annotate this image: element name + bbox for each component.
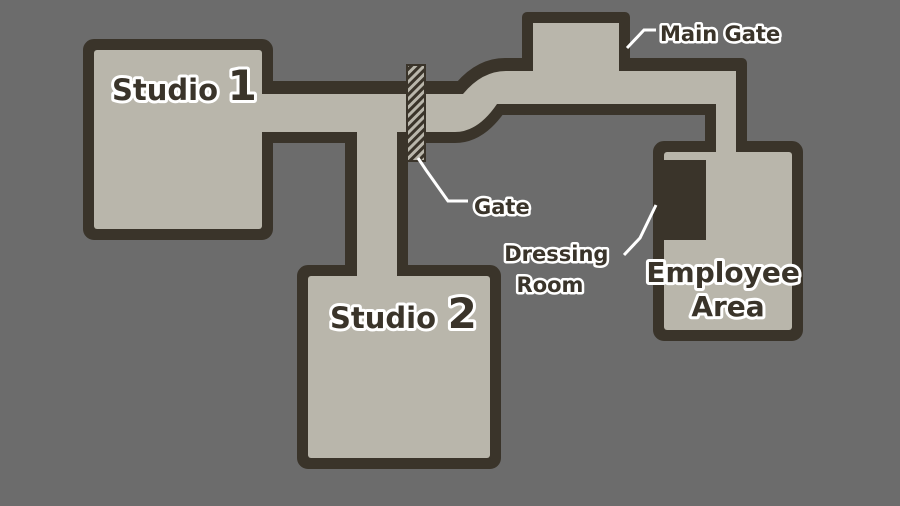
employee-area-label: Employee Area: [646, 256, 809, 323]
gate-leader: [416, 157, 468, 203]
studio-1-label: Studio 1: [112, 61, 257, 110]
dressing-room-leader: [622, 204, 658, 257]
main-gate-leader: [625, 28, 656, 50]
gate-barrier[interactable]: [406, 64, 426, 162]
studio-2-label: Studio 2: [330, 289, 477, 338]
main-gate-label: Main Gate: [660, 22, 780, 46]
gate-label: Gate: [474, 195, 530, 219]
map-floors: [94, 23, 792, 458]
dressing-room[interactable]: [656, 160, 706, 240]
dressing-room-label: Dressing Room: [504, 242, 616, 297]
